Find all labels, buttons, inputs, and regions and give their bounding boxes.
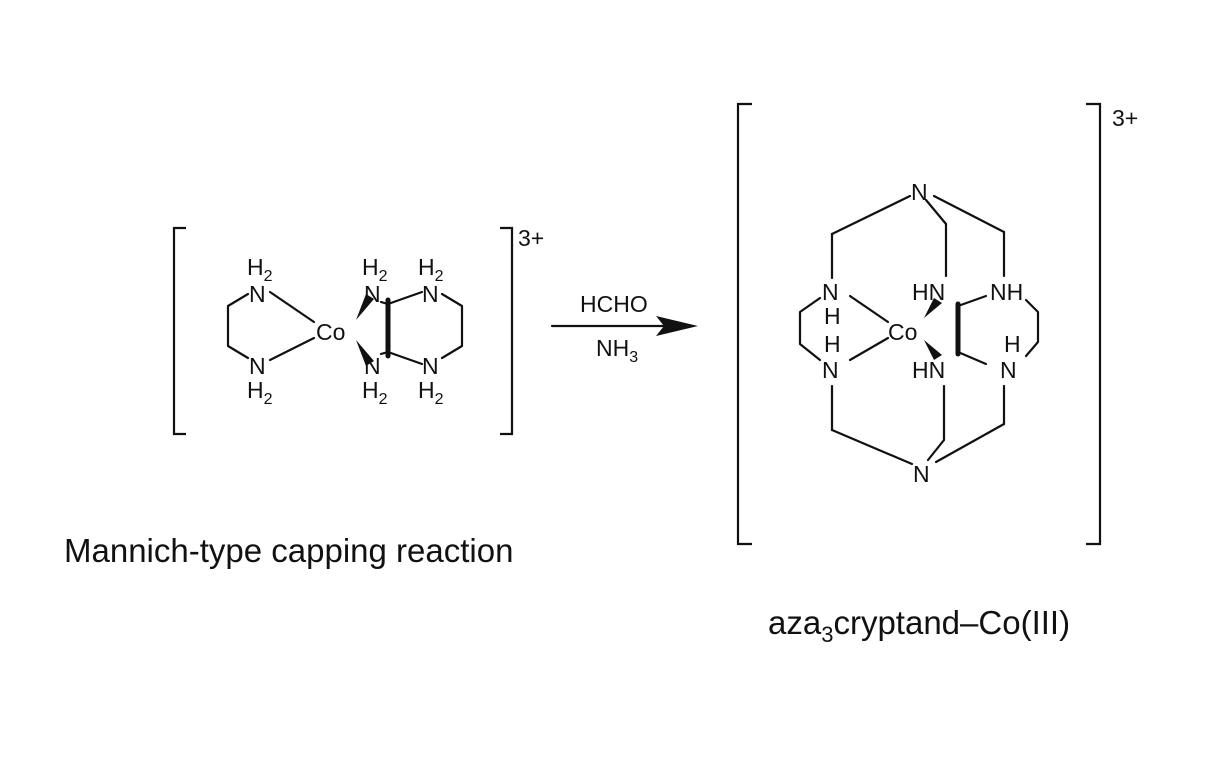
- cap-top-arm-right: [932, 194, 1006, 234]
- bond-to-nh-right: [956, 294, 988, 308]
- bond-n2-co: [268, 336, 316, 362]
- nh-upper-right: NH: [990, 279, 1023, 305]
- n-label-2: N: [249, 353, 266, 379]
- n-left-upper: N: [822, 279, 839, 305]
- n-right-lower: N: [1000, 357, 1017, 383]
- bond-n1-co: [268, 290, 316, 324]
- right-link-outer: [1024, 298, 1040, 358]
- bond-nleft2-co: [848, 336, 890, 362]
- caption-right: aza3cryptand–Co(III): [768, 604, 1070, 647]
- n-label-1: N: [249, 281, 266, 307]
- hn-lower: HN: [912, 357, 945, 383]
- h-left-lower: H: [824, 331, 841, 357]
- h2-label-2: H2: [247, 377, 273, 408]
- bond-to-n-lower-right: [386, 350, 424, 366]
- left-bracket-close: [500, 226, 514, 436]
- n-label-5: N: [364, 353, 381, 379]
- h-right: H: [1004, 331, 1021, 357]
- n-label-4: N: [422, 281, 439, 307]
- reactant-charge: 3+: [518, 225, 544, 251]
- left-link-outer: [798, 296, 822, 362]
- reagent-ammonia: NH3: [596, 335, 638, 366]
- left-en-backbone: [226, 292, 250, 360]
- h-left-upper: H: [824, 303, 841, 329]
- arrow-head: [656, 316, 698, 336]
- product-cobalt-label: Co: [888, 319, 917, 345]
- cap-bottom-arm-right: [934, 422, 1006, 464]
- h2-label-5: H2: [362, 377, 388, 408]
- h2-label-6: H2: [418, 377, 444, 408]
- right-bracket-open: [736, 102, 752, 546]
- n-cap-top: N: [911, 179, 928, 205]
- n-left-lower: N: [822, 357, 839, 383]
- product-complex: 3+ N N N H H N Co HN: [736, 102, 1138, 546]
- cap-top-arm-middle-a: [924, 198, 948, 226]
- bond-stub-lower: [379, 350, 390, 356]
- bond-nleft-co: [848, 294, 890, 324]
- left-bracket-open: [172, 226, 186, 436]
- right-en-backbone: [440, 292, 464, 360]
- product-wedge-upper: [924, 298, 942, 318]
- cobalt-label: Co: [316, 319, 345, 345]
- cap-bottom-arm-left: [830, 428, 914, 466]
- h2-label-1: H2: [247, 254, 273, 285]
- reaction-arrow: HCHO NH3: [550, 291, 698, 366]
- reactant-complex: 3+ H2 N N H2 Co H2 H2 N N N N H2 H2: [172, 225, 544, 436]
- reagent-formaldehyde: HCHO: [580, 291, 648, 317]
- caption-left: Mannich-type capping reaction: [64, 532, 513, 569]
- n-label-3: N: [364, 281, 381, 307]
- h2-label-4: H2: [418, 254, 444, 285]
- hn-upper: HN: [912, 279, 945, 305]
- wedge-bond-upper: [356, 294, 374, 320]
- bond-to-n-upper-right: [386, 290, 424, 306]
- n-label-6: N: [422, 353, 439, 379]
- right-bracket-close: [1086, 102, 1102, 546]
- product-charge: 3+: [1112, 105, 1138, 131]
- n-cap-bottom: N: [913, 461, 930, 487]
- product-wedge-lower: [924, 340, 942, 360]
- h2-label-3: H2: [362, 254, 388, 285]
- cap-bottom-arm-middle-b: [926, 438, 946, 462]
- bond-to-nh-lower-right: [956, 350, 988, 366]
- wedge-bond-lower: [356, 340, 374, 366]
- bond-stub-upper: [379, 300, 390, 306]
- cap-top-arm-left: [830, 194, 912, 236]
